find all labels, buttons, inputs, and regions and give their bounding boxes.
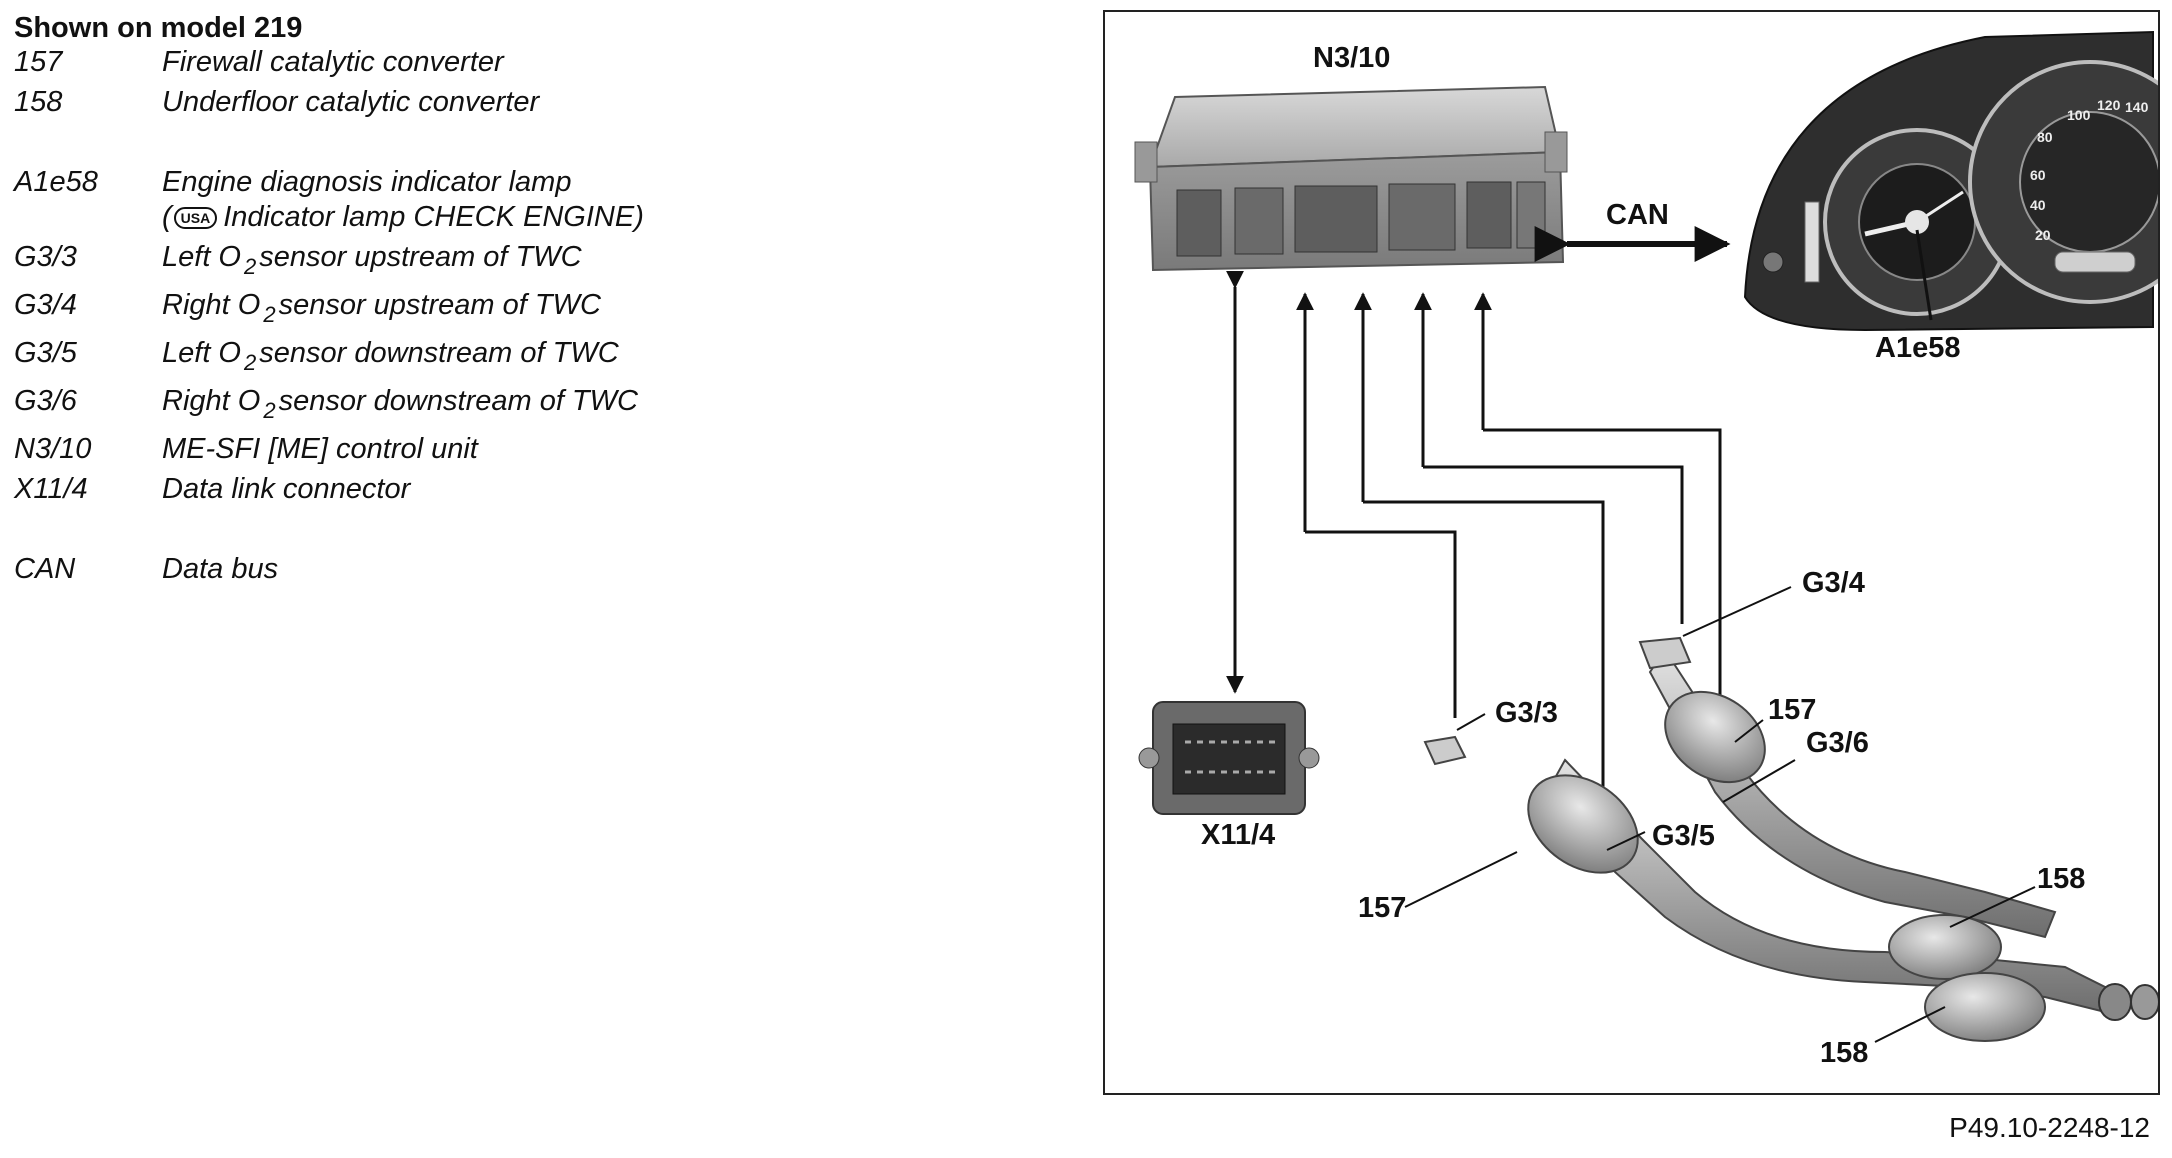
leader-g3-6 <box>1722 759 1796 803</box>
gauge-number: 140 <box>2125 99 2149 115</box>
legend-row-157: 157 Firewall catalytic converter <box>14 46 1014 86</box>
leader-g3-3 <box>1456 713 1486 731</box>
wire-g3-5 <box>1363 500 1605 842</box>
label-157-right: 157 <box>1768 694 1816 726</box>
ecu-n3-10-image <box>1134 85 1568 272</box>
leader-158-upper <box>1949 886 2036 928</box>
legend-row-can: CAN Data bus <box>14 553 1014 593</box>
legend-desc2: Indicator lamp CHECK ENGINE) <box>223 201 644 233</box>
x11-4-connector-image <box>1138 701 1320 815</box>
legend-code: A1e58 <box>14 166 98 198</box>
legend-desc: Data link connector <box>162 473 411 505</box>
wire-g3-3 <box>1305 530 1457 718</box>
legend-code: G3/6 <box>14 385 77 417</box>
leader-g3-4 <box>1682 586 1792 637</box>
label-g3-4: G3/4 <box>1802 567 1865 599</box>
leader-157-right <box>1734 719 1764 743</box>
gauge-number: 60 <box>2030 167 2046 183</box>
legend-row-x11-4: X11/4 Data link connector <box>14 473 1014 513</box>
label-157-left: 157 <box>1358 892 1406 924</box>
legend-code: 157 <box>14 46 63 78</box>
gauge-number: 100 <box>2067 107 2091 123</box>
legend-row-a1e58: A1e58 Engine diagnosis indicator lamp <box>14 166 1014 201</box>
gauge-number: 120 <box>2097 97 2121 113</box>
label-158-lower: 158 <box>1820 1037 1868 1069</box>
legend-desc: Underfloor catalytic converter <box>162 86 540 118</box>
legend-code: CAN <box>14 553 76 585</box>
label-x11-4: X11/4 <box>1201 819 1275 851</box>
legend-desc: Data bus <box>162 553 279 585</box>
legend-title: Shown on model 219 <box>14 12 303 44</box>
legend-code: N3/10 <box>14 433 92 465</box>
diagram-frame: N3/10 CAN 100 120 140 80 60 40 20 A1e58 … <box>1103 10 2160 1095</box>
paren-open: ( <box>162 201 172 233</box>
legend-code: G3/5 <box>14 337 77 369</box>
legend-row-n3-10: N3/10 ME-SFI [ME] control unit <box>14 433 1014 473</box>
leader-157-left <box>1404 851 1518 908</box>
leader-g3-5 <box>1606 831 1646 851</box>
leader-158-lower <box>1874 1006 1946 1043</box>
legend-gap <box>14 126 1014 166</box>
gauge-number: 80 <box>2037 129 2053 145</box>
label-g3-5: G3/5 <box>1652 820 1715 852</box>
legend-code: G3/4 <box>14 289 77 321</box>
legend-row-158: 158 Underfloor catalytic converter <box>14 86 1014 126</box>
legend-gap <box>14 513 1014 553</box>
diagram-svg: N3/10 CAN 100 120 140 80 60 40 20 A1e58 … <box>1134 30 2158 1069</box>
exhaust-system-image <box>1423 636 2158 1042</box>
gauge-number: 20 <box>2035 227 2051 243</box>
figure-reference: P49.10-2248-12 <box>1949 1112 2150 1143</box>
label-can: CAN <box>1606 199 1669 231</box>
a1e58-pointer <box>1915 229 1933 321</box>
legend-desc: Engine diagnosis indicator lamp <box>162 166 572 198</box>
legend-code: G3/3 <box>14 241 77 273</box>
legend-desc: ME-SFI [ME] control unit <box>162 433 478 465</box>
wire-g3-6 <box>1483 428 1722 792</box>
usa-badge-icon: USA <box>173 207 218 229</box>
label-g3-6: G3/6 <box>1806 727 1869 759</box>
label-158-upper: 158 <box>2037 863 2085 895</box>
instrument-cluster-image <box>1743 30 2158 332</box>
legend-code: 158 <box>14 86 63 118</box>
gauge-number: 40 <box>2030 197 2046 213</box>
label-g3-3: G3/3 <box>1495 697 1558 729</box>
legend: Shown on model 219 157 Firewall catalyti… <box>14 10 1014 593</box>
legend-code: X11/4 <box>14 473 88 505</box>
label-a1e58: A1e58 <box>1875 332 1960 364</box>
wire-g3-4 <box>1423 465 1684 624</box>
label-n3-10: N3/10 <box>1313 42 1390 74</box>
legend-desc: Firewall catalytic converter <box>162 46 504 78</box>
